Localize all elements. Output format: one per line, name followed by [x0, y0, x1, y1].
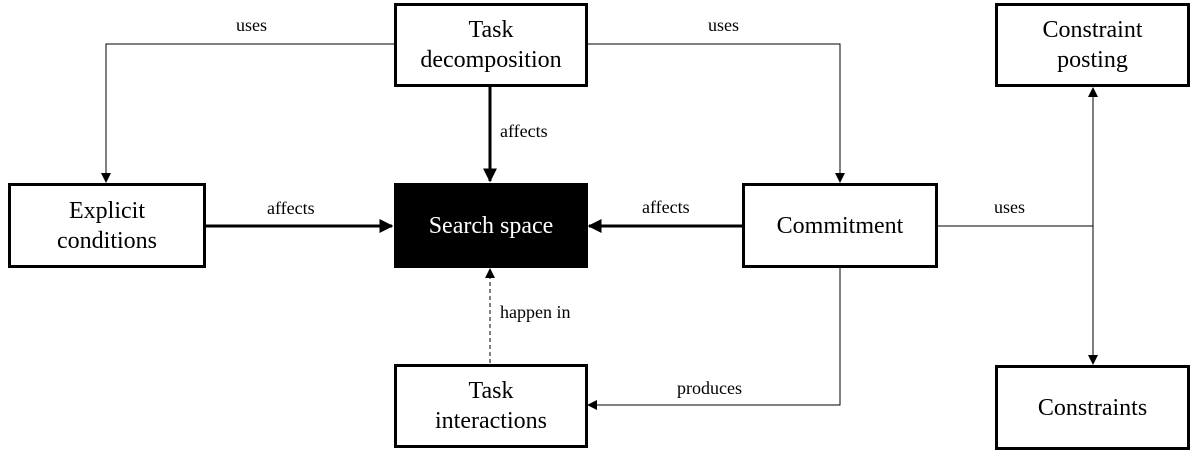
- label-uses-conditions: uses: [236, 15, 267, 35]
- label-happen-in: happen in: [500, 302, 571, 322]
- edge-commitment-to-interactions: [587, 268, 841, 410]
- node-task-interactions: Task interactions: [394, 364, 588, 448]
- label-affects-decomposition: affects: [500, 121, 548, 141]
- node-search-space: Search space: [394, 183, 588, 268]
- node-commitment: Commitment: [742, 183, 938, 268]
- label-affects-commitment: affects: [642, 197, 690, 217]
- label-uses-posting: uses: [994, 197, 1025, 217]
- node-task-decomposition: Task decomposition: [394, 3, 588, 87]
- label-affects-conditions: affects: [267, 198, 315, 218]
- edge-decomposition-to-commitment: [587, 43, 845, 183]
- node-constraints: Constraints: [995, 365, 1190, 450]
- node-explicit-conditions: Explicit conditions: [8, 183, 206, 268]
- label-produces: produces: [677, 378, 742, 398]
- label-uses-commitment: uses: [708, 15, 739, 35]
- node-constraint-posting: Constraint posting: [995, 3, 1190, 87]
- edge-decomposition-to-conditions: [101, 43, 395, 183]
